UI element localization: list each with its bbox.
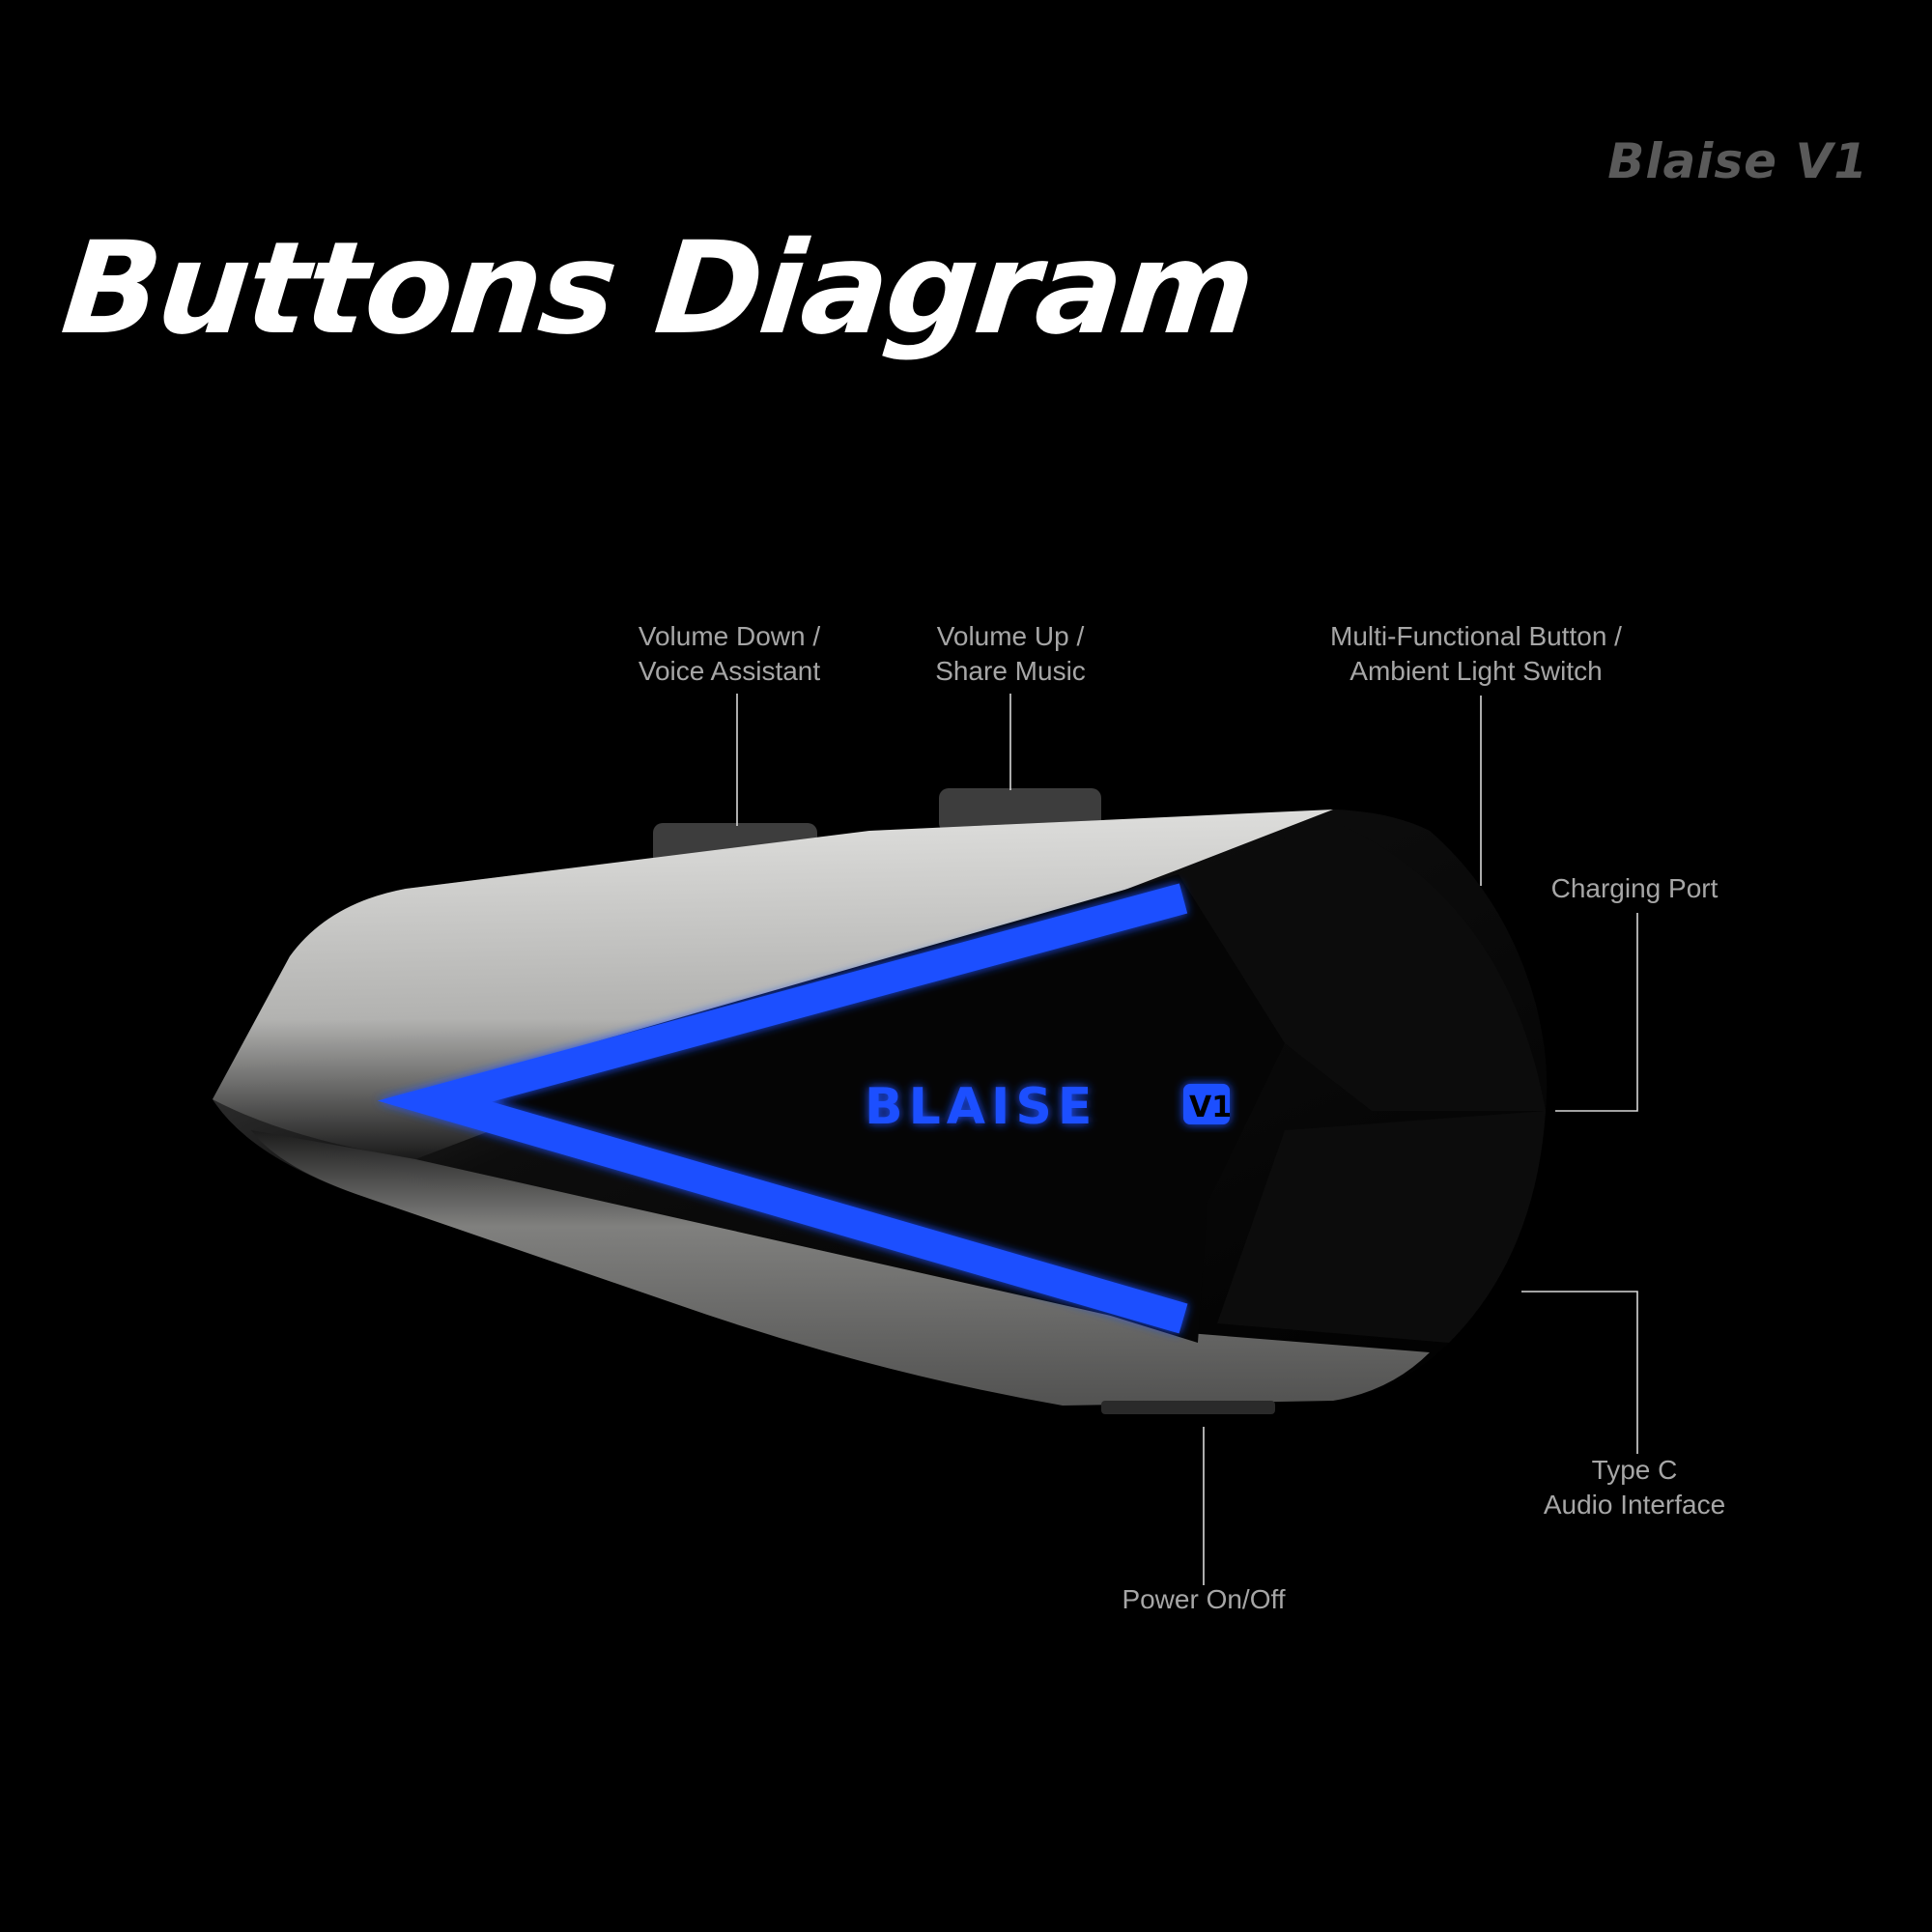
device-logo-badge-text: V1: [1189, 1091, 1232, 1124]
callout-line-type-c: [1521, 1291, 1638, 1454]
brand-name: Blaise V1: [1607, 133, 1868, 189]
device-logo-badge: [1183, 1084, 1230, 1124]
label-volume-up: Volume Up / Share Music: [935, 621, 1086, 686]
label-type-c: Type C Audio Interface: [1543, 1455, 1726, 1520]
ambient-light-bar: [377, 883, 1188, 1334]
volume-up-button: [939, 788, 1101, 833]
device-face: [406, 874, 1285, 1343]
label-charging-port: Charging Port: [1550, 873, 1719, 903]
device-logo: BLAISE: [865, 1078, 1097, 1136]
right-panel-upper: [1179, 821, 1546, 1111]
right-panel-lower: [1217, 1111, 1546, 1343]
device-bottom-shell: [251, 1130, 1430, 1406]
label-multi-function: Multi-Functional Button / Ambient Light …: [1330, 621, 1622, 686]
label-volume-down: Volume Down / Voice Assistant: [638, 621, 821, 686]
power-button: [1101, 1401, 1275, 1414]
callout-line-charging-port: [1555, 913, 1638, 1112]
label-power: Power On/Off: [1122, 1584, 1286, 1614]
